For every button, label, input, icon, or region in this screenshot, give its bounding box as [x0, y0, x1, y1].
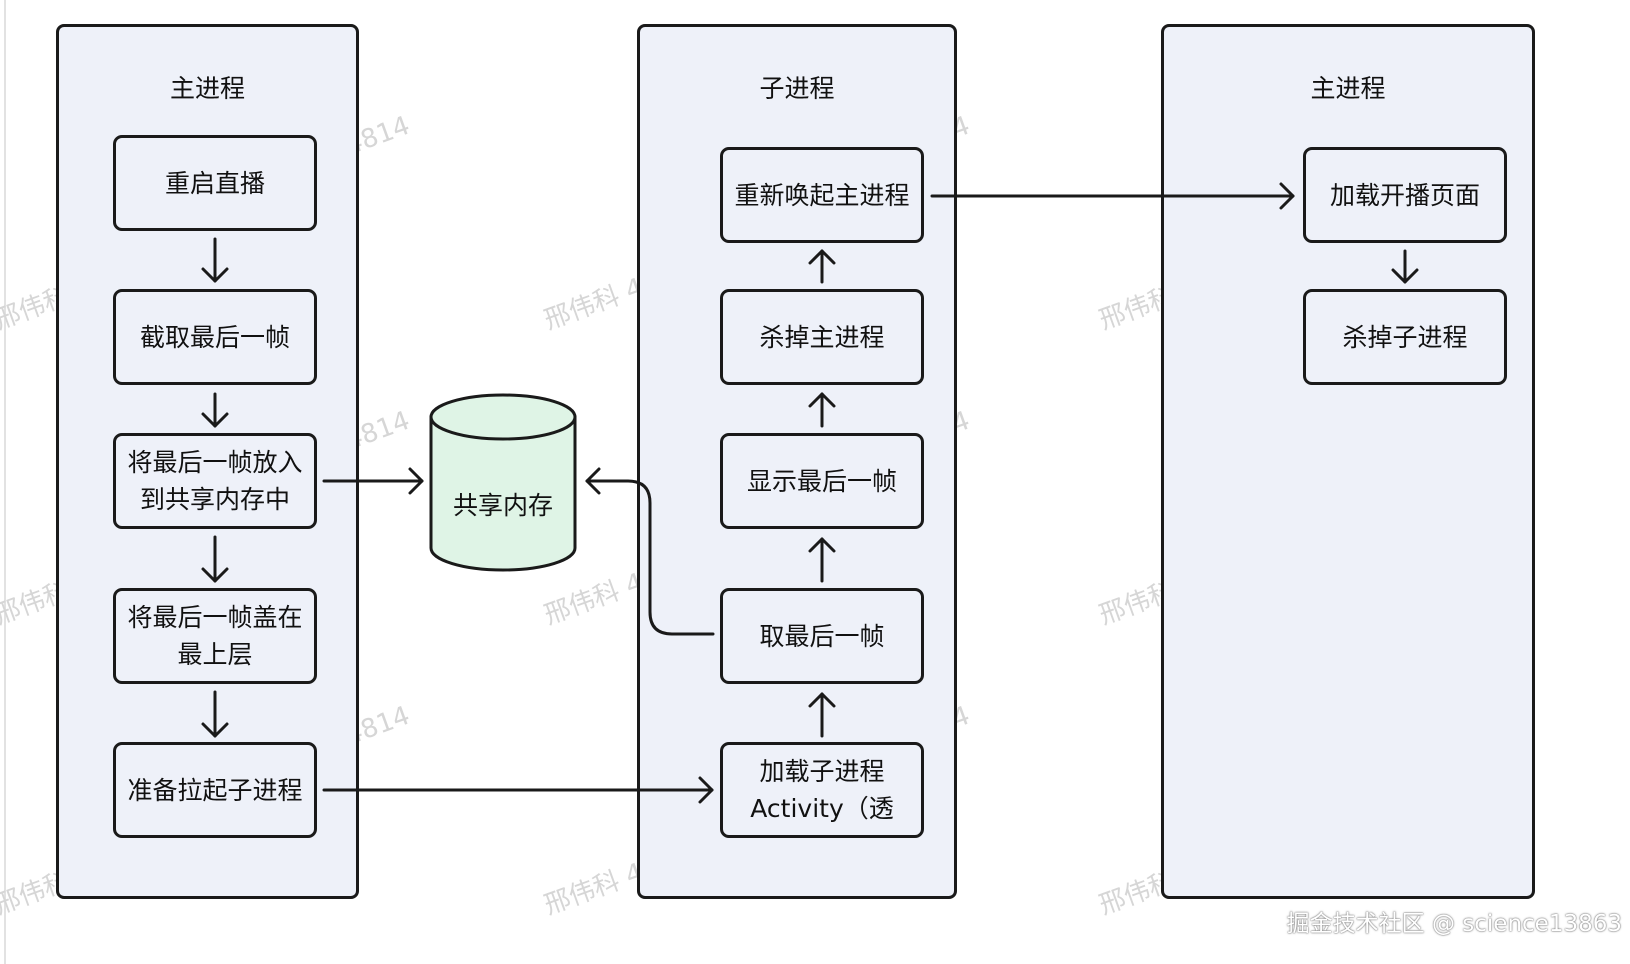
lane-title: 主进程	[1310, 74, 1386, 103]
arrow-from-child-to-shared-memory	[585, 479, 715, 636]
node-put-frame-into-shared-memory: 将最后一帧放入 到共享内存中	[113, 433, 317, 529]
arrowhead	[808, 692, 836, 708]
shared-memory-label: 共享内存	[452, 491, 553, 520]
arrowhead	[1391, 268, 1419, 284]
lane-title: 子进程	[759, 74, 835, 103]
arrowhead	[201, 267, 229, 283]
arrowhead	[808, 537, 836, 553]
node-overlay-frame-top: 将最后一帧盖在 最上层	[113, 588, 317, 684]
node-relaunch-main-process: 重新唤起主进程	[720, 147, 924, 243]
lane-title: 主进程	[169, 74, 245, 103]
arrowhead	[201, 412, 229, 428]
arrowhead	[585, 467, 601, 495]
left-edge-rule	[4, 0, 6, 964]
node-kill-child-process: 杀掉子进程	[1303, 289, 1507, 385]
shared-memory-cylinder	[429, 393, 577, 572]
arrowhead	[201, 567, 229, 583]
node-kill-main-process: 杀掉主进程	[720, 289, 924, 385]
arrowhead	[408, 467, 424, 495]
arrowhead	[201, 722, 229, 738]
node-prepare-launch-child: 准备拉起子进程	[113, 742, 317, 838]
arrowhead	[808, 392, 836, 408]
node-show-last-frame: 显示最后一帧	[720, 433, 924, 529]
node-capture-last-frame: 截取最后一帧	[113, 289, 317, 385]
footer-attribution: 掘金技术社区 @ science13863	[1286, 911, 1622, 937]
node-get-last-frame: 取最后一帧	[720, 588, 924, 684]
arrowhead	[698, 776, 714, 804]
node-load-child-activity: 加载子进程 Activity（透	[720, 742, 924, 838]
arrowhead	[1279, 182, 1295, 210]
node-restart-live: 重启直播	[113, 135, 317, 231]
node-load-start-page: 加载开播页面	[1303, 147, 1507, 243]
arrowhead	[808, 249, 836, 265]
